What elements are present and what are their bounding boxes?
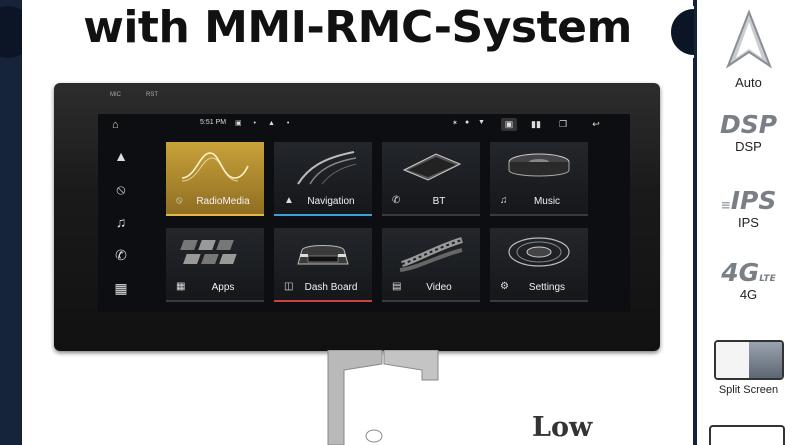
head-unit-screen: ⌂ 5:51 PM ▣ • ▲ • ✶ ● ▼ ▣ ▮▮ ❐ ↩ ▲ ⦸ ♫ ✆… xyxy=(98,114,630,312)
4g-badge-text: 4G xyxy=(721,258,760,287)
wifi-icon: ▼ xyxy=(478,119,485,126)
tile-label: Dash Board xyxy=(304,282,358,293)
tile-music[interactable]: ♫ Music xyxy=(490,142,588,216)
ips-badge-icon: ≡IPS xyxy=(720,186,777,215)
tile-label: Navigation xyxy=(307,196,355,207)
gear-dial-art xyxy=(508,237,570,267)
navigation-icon[interactable]: ▲ xyxy=(114,148,128,164)
apps-grid-icon[interactable]: ▦ xyxy=(114,280,128,296)
tile-apps[interactable]: ▦ Apps xyxy=(166,228,264,302)
feature-4g: 4GLTE 4G xyxy=(697,258,800,302)
car-icon: ◫ xyxy=(284,281,294,292)
product-panel: with MMI-RMC-System MIC RST ⌂ 5:51 PM ▣ … xyxy=(22,0,693,445)
phone-icon[interactable]: ✆ xyxy=(115,247,127,263)
screenshot-icon[interactable]: ▣ xyxy=(501,118,517,131)
location-icon: ● xyxy=(465,119,470,126)
phone-device-art xyxy=(402,153,462,181)
status-bar: ⌂ 5:51 PM ▣ • ▲ • ✶ ● ▼ ▣ ▮▮ ❐ ↩ xyxy=(98,114,630,136)
auto-triangle-icon xyxy=(725,9,772,69)
feature-label: 4G xyxy=(739,287,758,302)
tile-dashboard[interactable]: ◫ Dash Board xyxy=(274,228,372,302)
recent-apps-icon[interactable]: ❐ xyxy=(558,119,568,129)
feature-split-screen: Split Screen xyxy=(697,340,800,396)
next-feature-icon xyxy=(709,425,785,445)
home-icon[interactable]: ⌂ xyxy=(112,119,119,131)
split-screen-icon[interactable]: ▮▮ xyxy=(531,119,541,129)
car-front-art xyxy=(297,245,349,265)
mount-bracket xyxy=(327,350,439,445)
navigation-arrow-icon: ▲ xyxy=(284,195,294,206)
tile-radiomedia[interactable]: ⦸ RadioMedia xyxy=(166,142,264,216)
bluetooth-icon: ✶ xyxy=(452,120,458,127)
notification-icons: ▣ • ▲ • xyxy=(235,120,295,127)
status-time: 5:51 PM xyxy=(200,119,227,126)
tile-label: Apps xyxy=(211,282,235,293)
ips-badge-text: IPS xyxy=(730,186,777,215)
rst-button[interactable]: RST xyxy=(146,92,158,98)
split-half-right xyxy=(748,342,782,378)
tile-bt[interactable]: ✆ BT xyxy=(382,142,480,216)
left-dock: ▲ ⦸ ♫ ✆ ▦ xyxy=(106,140,136,306)
feature-dsp: DSP DSP xyxy=(697,110,800,154)
apps-grid-icon: ▦ xyxy=(176,281,186,292)
settings-icon: ⚙ xyxy=(500,281,509,292)
split-half-left xyxy=(715,342,749,378)
app-tiles: ⦸ RadioMedia ▲ Navigation ✆ BT xyxy=(166,142,606,302)
tile-video[interactable]: ▤ Video xyxy=(382,228,480,302)
video-icon: ▤ xyxy=(392,281,402,292)
split-screen-icon xyxy=(713,340,784,380)
tile-label: BT xyxy=(432,196,446,207)
tile-label: Music xyxy=(533,196,561,207)
app-icons-art xyxy=(180,240,237,264)
dsp-badge-icon: DSP xyxy=(719,110,778,139)
tile-label: Settings xyxy=(528,282,566,293)
4g-lte-badge-icon: 4GLTE xyxy=(697,258,800,287)
feature-auto: Auto xyxy=(697,8,800,90)
headline: with MMI-RMC-System xyxy=(83,2,632,53)
radio-wave-art xyxy=(181,152,249,182)
phone-icon: ✆ xyxy=(392,195,401,206)
back-icon[interactable]: ↩ xyxy=(592,119,600,129)
tile-settings[interactable]: ⚙ Settings xyxy=(490,228,588,302)
feature-label: Auto xyxy=(735,75,762,90)
tile-label: RadioMedia xyxy=(196,196,250,207)
page-indicator xyxy=(368,304,392,306)
music-icon[interactable]: ♫ xyxy=(115,214,127,230)
low-text: Low xyxy=(532,412,593,443)
mic-label: MIC xyxy=(110,92,121,98)
tile-navigation[interactable]: ▲ Navigation xyxy=(274,142,372,216)
road-curve-art xyxy=(297,151,357,185)
tile-label: Video xyxy=(426,282,452,293)
lte-badge-text: LTE xyxy=(759,274,776,284)
film-strip-art xyxy=(399,237,463,272)
feature-column: Auto DSP DSP ≡IPS IPS 4GLTE 4G Split Scr… xyxy=(694,0,800,445)
radio-icon[interactable]: ⦸ xyxy=(116,181,126,197)
radio-icon: ⦸ xyxy=(176,195,183,206)
feature-label: Split Screen xyxy=(718,384,779,396)
feature-label: DSP xyxy=(735,139,762,154)
feature-ips: ≡IPS IPS xyxy=(697,186,800,230)
feature-label: IPS xyxy=(738,215,759,230)
turntable-art xyxy=(508,153,570,177)
music-note-icon: ♫ xyxy=(500,195,508,206)
